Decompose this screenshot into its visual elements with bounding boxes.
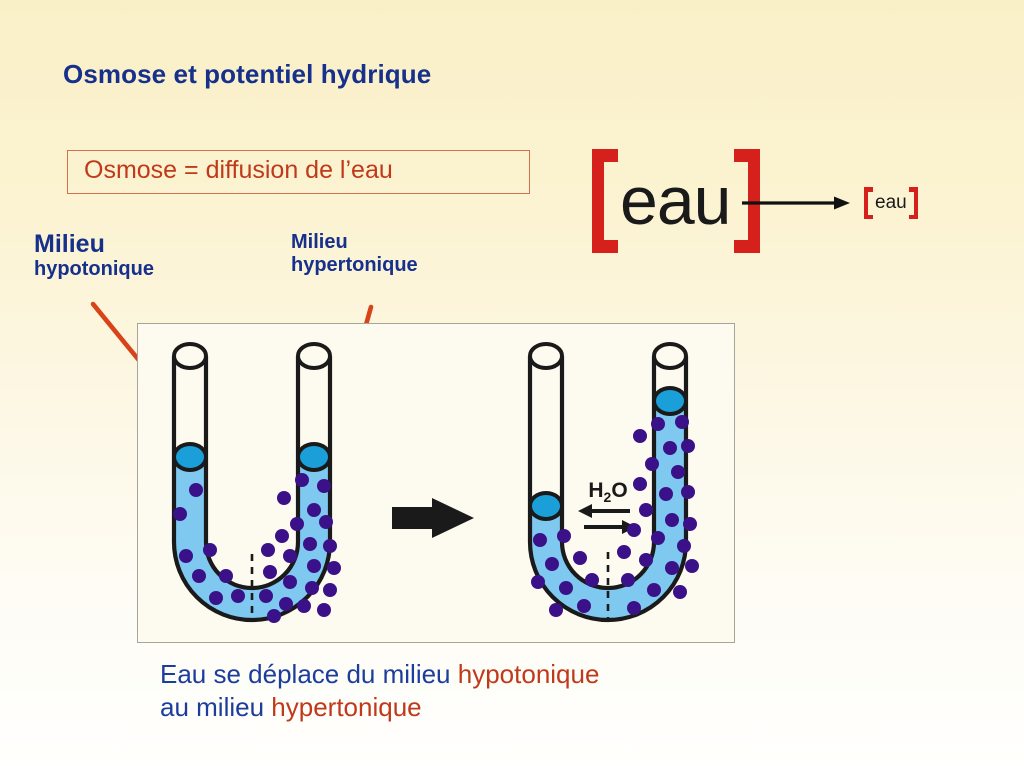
label-hypertonique-line2: hypertonique <box>291 254 418 276</box>
definition-text: Osmose = diffusion de l’eau <box>84 156 393 184</box>
u-tube-before-left-rim <box>172 342 208 370</box>
right-bracket-big-icon <box>734 149 761 253</box>
u-tube-after-right-meniscus <box>652 386 688 416</box>
concentration-small-label: eau <box>875 192 907 213</box>
caption-line1-base: Eau se déplace du milieu <box>160 659 458 689</box>
label-hypotonique-line1: Milieu <box>34 230 105 258</box>
right-bracket-small-icon <box>908 187 918 219</box>
u-tube-before-right-rim <box>296 342 332 370</box>
water-flow-label: H2O <box>588 479 627 505</box>
label-hypertonique-line1: Milieu <box>291 231 348 253</box>
concentration-small: eau <box>864 186 918 220</box>
u-tube-after-solute-right <box>617 415 699 615</box>
black-right-arrow-icon <box>392 498 474 538</box>
u-tube-after-right-rim <box>652 342 688 370</box>
caption-line1-highlight: hypotonique <box>457 659 600 689</box>
u-tube-before-right-meniscus <box>296 442 332 472</box>
left-bracket-big-icon <box>592 149 618 253</box>
concentration-big-label: eau <box>620 163 731 239</box>
u-tube-after: H2O <box>527 342 699 623</box>
label-milieu-hypertonique: Milieu hypertonique <box>291 231 418 277</box>
conversion-arrow-icon <box>742 196 850 210</box>
osmosis-diagram: H2O <box>171 342 699 623</box>
u-tube-before <box>171 342 341 623</box>
label-hypotonique-line2: hypotonique <box>34 257 154 280</box>
u-tube-before-solute-right <box>259 473 341 623</box>
caption-line-1: Eau se déplace du milieu hypotonique <box>160 658 599 691</box>
left-flow-arrow-icon <box>578 504 630 518</box>
u-tube-after-left-meniscus <box>528 491 564 521</box>
concentration-big: eau <box>592 146 761 256</box>
caption-line2-base: au milieu <box>160 692 272 723</box>
diagram-frame: H2O <box>137 323 735 643</box>
page-title: Osmose et potentiel hydrique <box>63 59 432 89</box>
u-tube-before-left-meniscus <box>172 442 208 472</box>
caption: Eau se déplace du milieu hypotonique au … <box>160 658 599 725</box>
u-tube-after-solute-left <box>531 529 599 617</box>
label-milieu-hypotonique: Milieu hypotonique <box>34 231 154 280</box>
caption-line2-highlight: hypertonique <box>271 692 422 723</box>
caption-line-2: au milieu hypertonique <box>160 691 599 724</box>
left-bracket-small-icon <box>864 187 873 219</box>
definition-box: Osmose = diffusion de l’eau <box>67 150 530 194</box>
u-tube-after-left-rim <box>528 342 564 370</box>
u-tube-before-solute-left <box>173 483 245 605</box>
